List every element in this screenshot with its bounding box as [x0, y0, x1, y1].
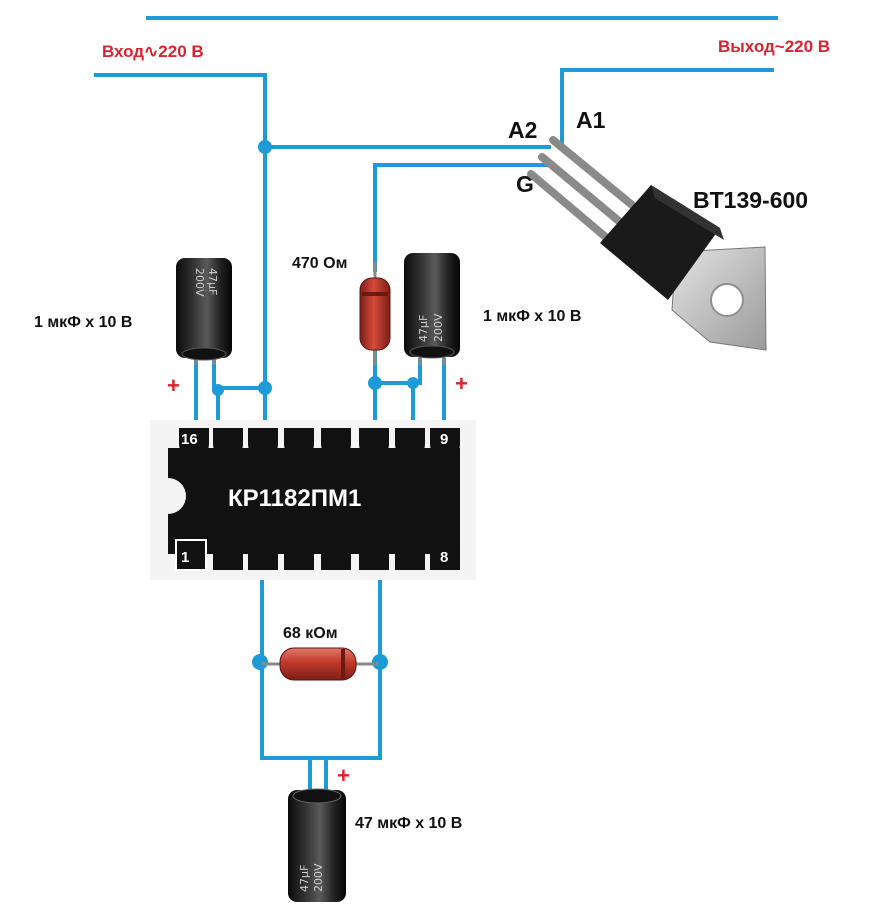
junction-pin14	[212, 384, 224, 396]
triac-body-shade	[651, 185, 724, 240]
ic-pin-2	[213, 539, 243, 570]
input-label: Вход∿220 В	[102, 42, 204, 61]
pin-9-number: 9	[440, 431, 448, 448]
r68k-body	[279, 647, 357, 681]
wire-input	[94, 73, 267, 422]
pin-a1-label: A1	[576, 107, 606, 133]
junction-r470	[368, 376, 382, 390]
plus-bottom: +	[337, 763, 350, 788]
ic-kr1182pm1: 16 9 1 8 КР1182ПМ1	[150, 420, 476, 580]
ic-pin-14	[248, 428, 278, 459]
ic-pin-4	[284, 539, 314, 570]
triac-lead-a2	[538, 153, 624, 226]
resistor-68k	[262, 647, 378, 681]
cap-bottom-voltage: 200V	[312, 863, 325, 892]
ic-pin-3	[248, 539, 278, 570]
cap-left-value: 47μF	[206, 268, 219, 295]
ic-pin-5	[321, 539, 351, 570]
junction-right-cap	[407, 377, 419, 389]
cap-right-label: 1 мкФ х 10 В	[483, 308, 581, 325]
capacitor-bottom: 47μF 200V	[288, 788, 346, 902]
cap-bottom-body	[288, 790, 346, 902]
ic-pin-7	[395, 539, 425, 570]
pin-16-number: 16	[181, 431, 198, 448]
junction-r68k-right	[372, 654, 388, 670]
triac-bt139	[527, 136, 767, 351]
cap-bottom-label: 47 мкФ х 10 В	[355, 815, 462, 832]
ic-pin-12	[321, 428, 351, 459]
capacitor-left: 47μF 200V	[176, 258, 232, 365]
cap-bottom-value: 47μF	[298, 865, 311, 892]
ic-pin-1	[175, 539, 207, 571]
ic-pads-top	[179, 428, 460, 459]
ic-pin-10	[395, 428, 425, 459]
junction-left-cap	[258, 381, 272, 395]
r470-label: 470 Ом	[292, 255, 347, 272]
triac-lead-a1	[549, 136, 636, 209]
cap-right-value: 47μF	[417, 315, 430, 342]
junction-r68k-left	[252, 654, 268, 670]
ic-pin-13	[284, 428, 314, 459]
ic-pin-9	[430, 428, 460, 459]
triac-lead-g	[527, 170, 612, 243]
junction-dots	[212, 140, 419, 670]
wires	[94, 16, 778, 792]
ic-label: КР1182ПМ1	[228, 485, 361, 512]
resistor-470	[359, 262, 391, 365]
r68k-label: 68 кОм	[283, 625, 338, 642]
output-label: Выход~220 В	[718, 37, 830, 56]
cap-right-body	[404, 253, 460, 357]
ic-pin-16	[179, 428, 209, 459]
ic-pin-15	[213, 428, 243, 459]
ic-pin-11	[359, 428, 389, 459]
capacitor-right: 47μF 200V	[404, 253, 460, 365]
cap-bottom-top	[292, 788, 342, 804]
wire-a1	[560, 68, 774, 147]
plus-left: +	[167, 373, 180, 398]
pin-1-number: 1	[181, 549, 189, 566]
r68k-band	[341, 649, 345, 679]
wire-gate	[373, 163, 551, 272]
cap-left-voltage: 200V	[193, 268, 206, 297]
ic-pin-8	[430, 539, 460, 570]
ic-notch	[168, 478, 186, 514]
junction-input-a2	[258, 140, 272, 154]
r470-band	[362, 292, 388, 296]
wire-right-cap-neg	[373, 381, 415, 422]
cap-right-base	[409, 345, 455, 359]
cap-left-label: 1 мкФ х 10 В	[34, 314, 132, 331]
pin-a2-label: A2	[508, 117, 537, 143]
triac-label: BT139-600	[693, 187, 808, 213]
pin-8-number: 8	[440, 549, 448, 566]
ic-pin-6	[359, 539, 389, 570]
plus-right: +	[455, 371, 468, 396]
cap-right-voltage: 200V	[432, 313, 445, 342]
cap-left-body	[176, 258, 232, 358]
wire-left-cap-neg	[212, 358, 267, 390]
ic-body	[168, 448, 460, 554]
cap-left-base	[181, 347, 227, 361]
ic-pads-bottom	[175, 539, 460, 571]
triac-tab-hole	[710, 283, 744, 317]
r470-body	[359, 277, 391, 351]
